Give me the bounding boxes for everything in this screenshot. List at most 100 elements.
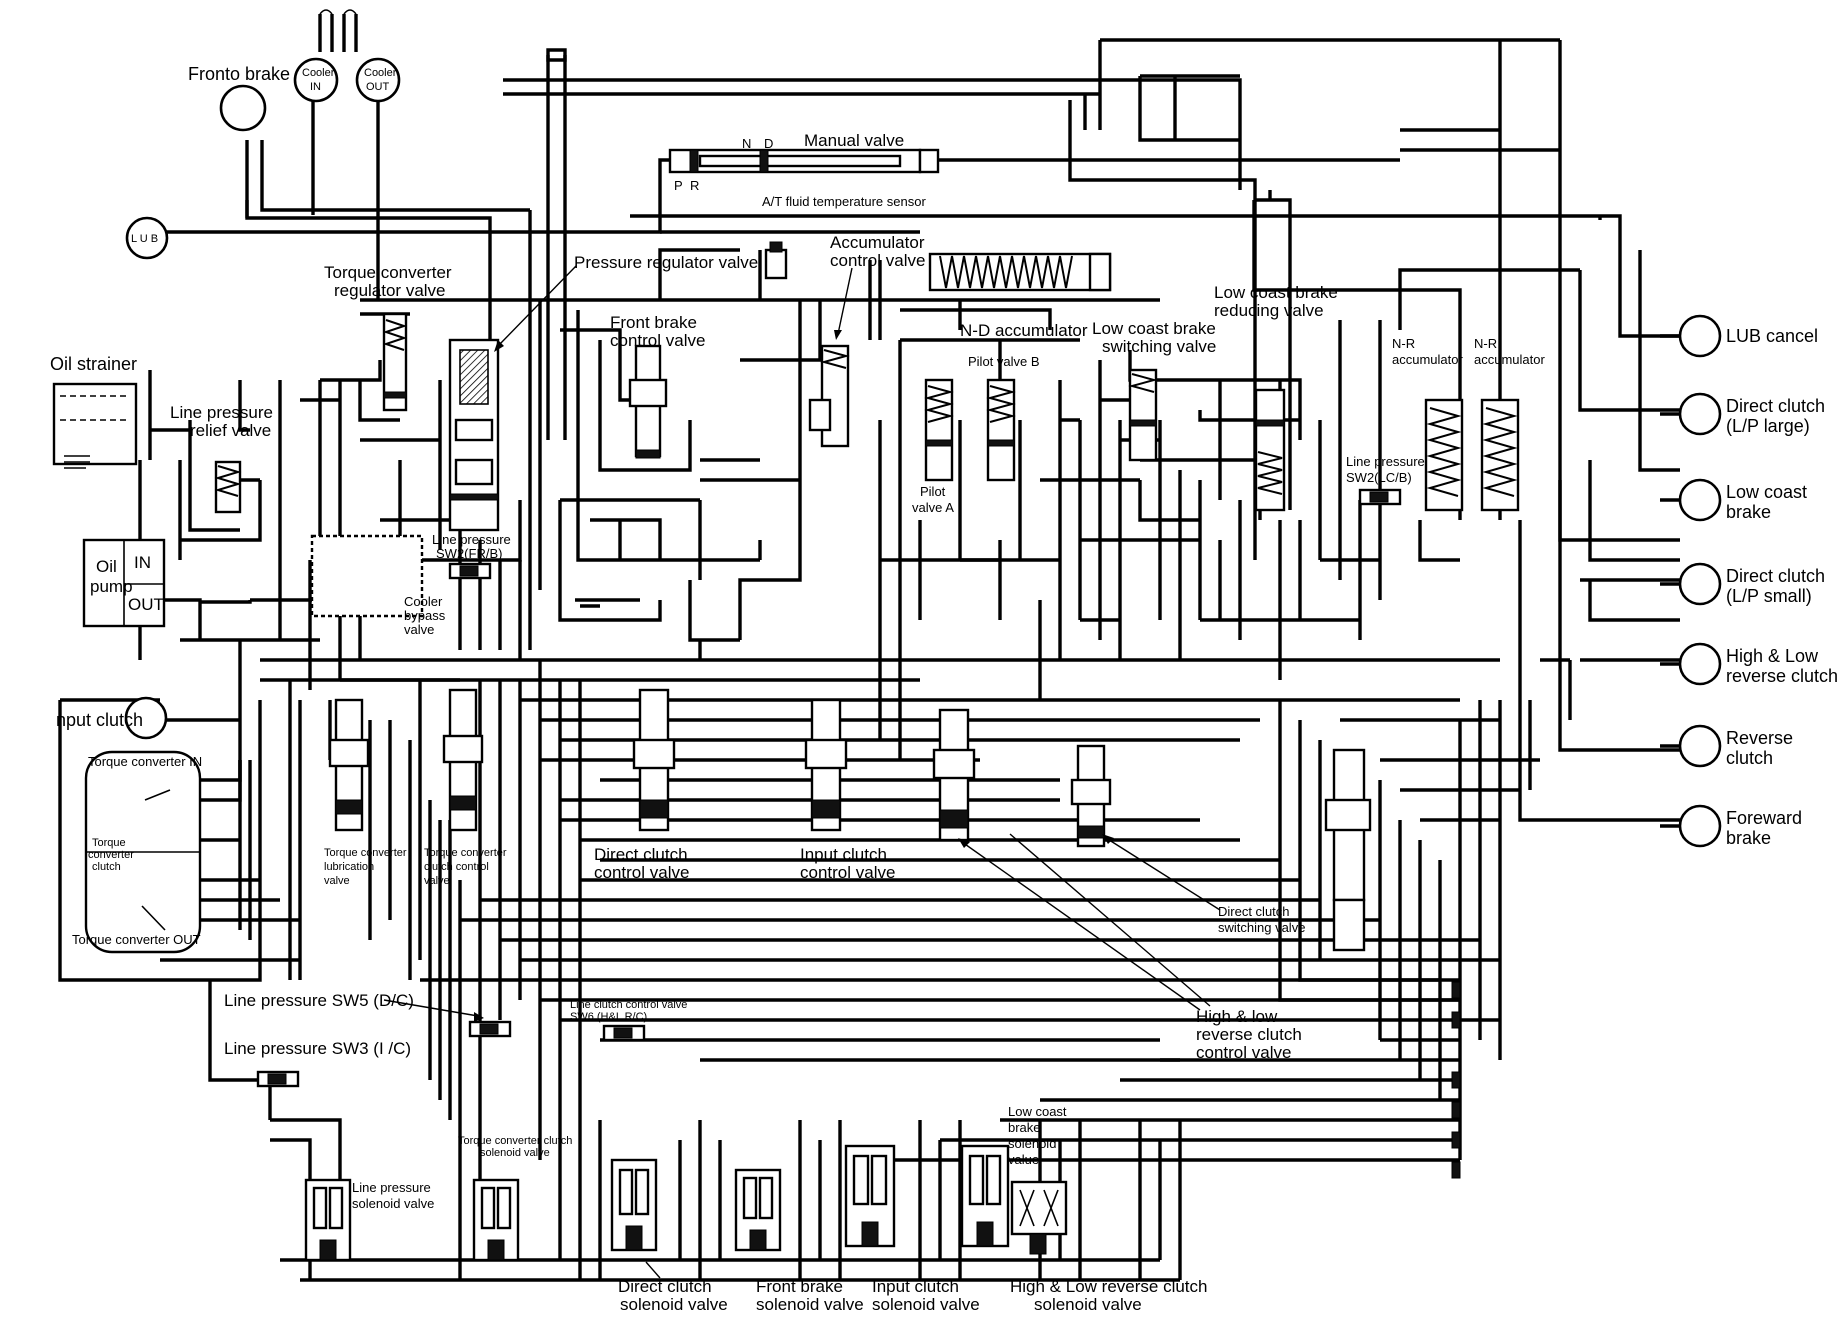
cooler-in-sub: IN — [310, 81, 321, 93]
input-clutch-control-valve: Input clutch control valve — [800, 698, 895, 882]
oil-passages — [58, 38, 1680, 1282]
fronto-brake-port: Fronto brake — [188, 64, 290, 132]
line-clutch-control-valve-sw6: Line clutch control valve SW6 (H&L R/C) — [570, 999, 687, 1042]
line-pressure-sw2-lcb: Line pressure SW2(LC/B) — [1346, 454, 1425, 506]
hl-reverse-clutch-control-label-1: High & low — [1196, 1007, 1278, 1026]
torque-converter-in-label: Torque converter IN — [88, 754, 202, 769]
output-port-circle — [1678, 562, 1722, 606]
output-port-label: High & Low — [1726, 646, 1819, 666]
manual-valve-label: Manual valve — [804, 131, 904, 150]
front-brake-solenoid-label-1: Front brake — [756, 1277, 843, 1296]
direct-clutch-control-valve-label-1: Direct clutch — [594, 845, 688, 864]
output-port-label: Foreward — [1726, 808, 1802, 828]
direct-clutch-switching-valve: Direct clutch switching valve — [1070, 744, 1305, 935]
accumulator-control-valve-label-2: control valve — [830, 251, 925, 270]
nd-accumulator: N-D accumulator — [928, 252, 1112, 340]
lc-brake-solenoid-label-4: value — [1008, 1152, 1039, 1167]
tc-clutch-solenoid-label-2: solenoid valve — [480, 1147, 550, 1159]
output-port-4: Direct clutch(L/P small) — [1660, 562, 1825, 606]
input-clutch-solenoid-label-1: Input clutch — [872, 1277, 959, 1296]
line-pressure-solenoid-label-1: Line pressure — [352, 1180, 431, 1195]
pilot-valve-a-label-2: valve A — [912, 500, 954, 515]
hl-reverse-solenoid-label-2: solenoid valve — [1034, 1295, 1142, 1314]
oil-pump-label-2: pump — [90, 577, 133, 596]
line-pressure-sw2-frb-label-2: SW2(FR/B) — [436, 546, 502, 561]
direct-clutch-switching-label-1: Direct clutch — [1218, 904, 1290, 919]
output-port-circle — [1678, 804, 1722, 848]
front-brake-control-valve: Front brake control valve — [610, 313, 705, 459]
lc-brake-switching-label-2: switching valve — [1102, 337, 1216, 356]
front-brake-control-valve-label-1: Front brake — [610, 313, 697, 332]
output-port-sublabel: (L/P large) — [1726, 416, 1810, 436]
output-port-label: Direct clutch — [1726, 396, 1825, 416]
lc-brake-switching-label-1: Low coast brake — [1092, 319, 1216, 338]
pilot-valve-b: Pilot valve B — [968, 354, 1040, 482]
tc-clutch-control-valve-label-1: Torque converter — [424, 847, 507, 859]
oil-pump-out: OUT — [128, 595, 164, 614]
tc-lubrication-valve-label-2: lubrication — [324, 861, 374, 873]
line-pressure-sw5: Line pressure SW5 (D/C) — [224, 991, 512, 1038]
pressure-regulator-valve: Pressure regulator valve — [448, 253, 758, 532]
manual-valve: Manual valve N D P R — [668, 131, 940, 193]
lub-port: L U B — [125, 216, 169, 260]
tc-clutch-control-valve: Torque converter clutch control valve — [424, 688, 507, 887]
direct-clutch-solenoid-valve: Direct clutch solenoid valve — [610, 1158, 728, 1314]
at-fluid-temp-label: A/T fluid temperature sensor — [762, 194, 926, 209]
tc-clutch-solenoid-label-1: Torque converter clutch — [458, 1135, 572, 1147]
fronto-brake-label: Fronto brake — [188, 64, 290, 84]
accumulator-control-valve: Accumulator control valve — [808, 233, 925, 448]
lc-brake-reducing-label-1: Low coast brake — [1214, 283, 1338, 302]
high-low-reverse-clutch-control-valve: High & low reverse clutch control valve — [932, 708, 1302, 1062]
line-pressure-solenoid-label-2: solenoid valve — [352, 1196, 434, 1211]
input-clutch-control-valve-label-2: control valve — [800, 863, 895, 882]
tc-lubrication-valve-label-3: valve — [324, 875, 350, 887]
output-port-1: LUB cancel — [1660, 314, 1818, 358]
cooler-bypass-valve: Cooler bypass valve — [310, 534, 446, 637]
output-port-label: Low coast — [1726, 482, 1807, 502]
cooler-ports: Cooler Cooler IN OUT — [293, 9, 401, 103]
line-clutch-sw6-label-1: Line clutch control valve — [570, 999, 687, 1011]
line-pressure-sw3-label: Line pressure SW3 (I /C) — [224, 1039, 411, 1058]
oil-pump: Oil pump IN OUT — [82, 538, 166, 628]
hl-reverse-clutch-control-label-3: control valve — [1196, 1043, 1291, 1062]
at-fluid-temperature-sensor: A/T fluid temperature sensor — [762, 194, 926, 280]
cooler-out-label: Cooler — [364, 67, 397, 79]
torque-converter-regulator-valve: Torque converter regulator valve — [324, 263, 452, 412]
line-pressure-relief-valve: Line pressure relief valve — [170, 403, 273, 514]
right-shift-valve — [1324, 748, 1372, 952]
tc-clutch-control-valve-label-2: clutch control — [424, 861, 489, 873]
oil-pump-in: IN — [134, 553, 151, 572]
nr-accumulator-a: N-R accumulator — [1392, 336, 1463, 512]
output-port-label: LUB cancel — [1726, 326, 1818, 346]
output-port-circle — [1678, 642, 1722, 686]
tc-clutch-solenoid-valve: Torque converter clutch solenoid valve — [458, 1135, 572, 1262]
output-port-label: Reverse — [1726, 728, 1793, 748]
cooler-bypass-label-1: Cooler — [404, 594, 443, 609]
cooler-out-sub: OUT — [366, 81, 390, 93]
cooler-in-label: Cooler — [302, 67, 335, 79]
input-clutch-solenoid-label-2: solenoid valve — [872, 1295, 980, 1314]
hl-reverse-clutch-control-label-2: reverse clutch — [1196, 1025, 1302, 1044]
tc-clutch-control-valve-label-3: valve — [424, 875, 450, 887]
cooler-bypass-label-3: valve — [404, 622, 434, 637]
output-port-circle — [1678, 478, 1722, 522]
line-pressure-sw2-lcb-label-2: SW2(LC/B) — [1346, 470, 1412, 485]
torque-converter-clutch-label-3: clutch — [92, 861, 121, 873]
direct-clutch-control-valve: Direct clutch control valve — [594, 688, 689, 882]
output-port-sublabel: clutch — [1726, 748, 1773, 768]
nr-accumulator-a-label-1: N-R — [1392, 336, 1415, 351]
line-pressure-sw5-label: Line pressure SW5 (D/C) — [224, 991, 414, 1010]
manual-valve-n: N — [742, 136, 751, 151]
line-pressure-relief-valve-label-1: Line pressure — [170, 403, 273, 422]
torque-converter-out-label: Torque converter OUT — [72, 932, 201, 947]
nr-accumulator-b-label-1: N-R — [1474, 336, 1497, 351]
output-port-sublabel: brake — [1726, 828, 1771, 848]
manual-valve-p: P — [674, 178, 683, 193]
lc-brake-solenoid-label-1: Low coast — [1008, 1104, 1067, 1119]
tc-regulator-valve-label-2: regulator valve — [334, 281, 446, 300]
